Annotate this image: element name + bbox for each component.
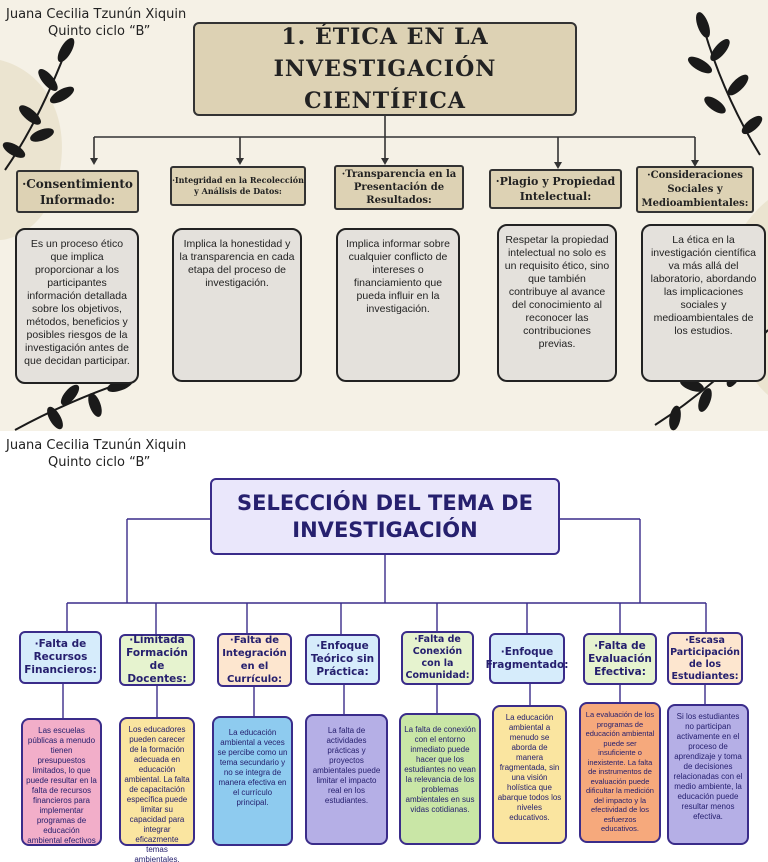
ethics-panel: Juana Cecilia Tzunún Xiquin Quinto ciclo… (0, 0, 768, 431)
author-name-2: Juana Cecilia Tzunún Xiquin (6, 438, 187, 453)
topic-title-line-2: INVESTIGACIÓN (292, 517, 478, 542)
heading-curriculo: ·Falta de Integración en el Currículo: (217, 633, 292, 687)
author-class-2: Quinto ciclo “B” (48, 455, 151, 470)
desc-participacion: Si los estudiantes no participan activam… (667, 704, 749, 845)
desc-enfoque-teorico: La falta de actividades prácticas y proy… (305, 714, 388, 845)
desc-fragmentado: La educación ambiental a menudo se abord… (492, 705, 567, 844)
connector-lines-2 (62, 518, 707, 718)
connector-arrowheads (90, 158, 699, 169)
main-title: 1. ÉTICA EN LA INVESTIGACIÓN CIENTÍFICA (193, 22, 577, 116)
heading-consideraciones: ·Consideraciones Sociales y Medioambient… (636, 166, 754, 213)
heading-recursos: ·Falta de Recursos Financieros: (19, 631, 102, 684)
topic-title-line-1: SELECCIÓN DEL TEMA DE (237, 490, 533, 515)
desc-formacion: Los educadores pueden carecer de la form… (119, 717, 195, 862)
desc-curriculo: La educación ambiental a veces se percib… (212, 716, 293, 846)
leaf-branch-bottom-left (14, 378, 133, 431)
author-name: Juana Cecilia Tzunún Xiquin (6, 7, 187, 22)
author-info-2: Juana Cecilia Tzunún Xiquin Quinto ciclo… (6, 437, 186, 471)
desc-plagio: Respetar la propiedad intelectual no sol… (497, 224, 617, 382)
topic-selection-panel: Juana Cecilia Tzunún Xiquin Quinto ciclo… (0, 431, 768, 862)
heading-enfoque-teorico: ·Enfoque Teórico sin Práctica: (305, 634, 380, 685)
heading-fragmentado: ·Enfoque Fragmentado: (486, 633, 568, 684)
leaf-branch-top-left (2, 37, 75, 171)
heading-consentimiento: ·Consentimiento Informado: (16, 170, 139, 213)
desc-consideraciones: La ética en la investigación científica … (641, 224, 766, 382)
desc-consentimiento: Es un proceso ético que implica proporci… (15, 228, 139, 384)
topic-title: SELECCIÓN DEL TEMA DE INVESTIGACIÓN (210, 478, 560, 555)
title-line-1: 1. ÉTICA EN LA (281, 24, 489, 50)
heading-formacion: ·Limitada Formación de Docentes: (119, 634, 195, 686)
desc-comunidad: La falta de conexión con el entorno inme… (399, 713, 481, 845)
heading-plagio: ·Plagio y Propiedad Intelectual: (489, 169, 622, 209)
author-class: Quinto ciclo “B” (48, 24, 151, 39)
leaf-branch-top-right (687, 12, 763, 156)
author-info: Juana Cecilia Tzunún Xiquin Quinto ciclo… (6, 6, 186, 40)
desc-evaluacion: La evaluación de los programas de educac… (579, 702, 661, 843)
heading-comunidad: ·Falta de Conexión con la Comunidad: (401, 631, 474, 685)
desc-integridad: Implica la honestidad y la transparencia… (172, 228, 302, 382)
desc-transparencia: Implica informar sobre cualquier conflic… (336, 228, 460, 382)
heading-transparencia: ·Transparencia en la Presentación de Res… (334, 165, 464, 210)
connector-lines (93, 116, 696, 164)
desc-recursos: Las escuelas públicas a menudo tienen pr… (21, 718, 102, 846)
heading-integridad: ·Integridad en la Recolección y Análisis… (170, 166, 306, 206)
heading-participacion: ·Escasa Participación de los Estudiantes… (667, 632, 743, 685)
heading-evaluacion: ·Falta de Evaluación Efectiva: (583, 633, 657, 685)
title-line-2: INVESTIGACIÓN CIENTÍFICA (273, 56, 497, 114)
connector-layer (62, 518, 707, 718)
